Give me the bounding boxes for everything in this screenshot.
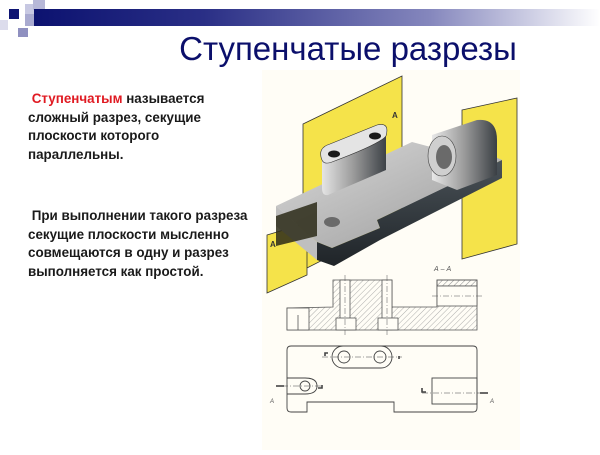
plan-view-drawing	[276, 345, 488, 413]
slide-title: Ступенчатые разрезы	[179, 30, 517, 67]
decor-square	[18, 28, 28, 37]
section-label: А – А	[433, 266, 451, 273]
svg-text:А: А	[489, 399, 494, 405]
svg-text:А: А	[392, 111, 398, 120]
decor-square	[25, 4, 35, 14]
explanation-text: При выполнении такого разреза секущие пл…	[28, 208, 248, 279]
svg-text:А: А	[270, 240, 276, 249]
explanation-paragraph: При выполнении такого разреза секущие пл…	[28, 207, 258, 281]
section-view-drawing	[286, 275, 484, 335]
highlight-term: Ступенчатым	[31, 91, 123, 106]
header-gradient-bar	[34, 9, 600, 26]
decor-square	[0, 20, 8, 30]
part-cylinder-boss	[427, 119, 497, 190]
part-slotted-boss	[320, 124, 388, 196]
svg-text:А: А	[269, 399, 274, 405]
technical-illustration: А А А А – А	[262, 70, 520, 450]
decor-square	[33, 0, 45, 10]
definition-paragraph: Ступенчатым называется сложный разрез, с…	[28, 90, 258, 164]
definition-text: называется сложный разрез, секущие плоск…	[28, 91, 205, 162]
decor-square	[9, 9, 19, 19]
